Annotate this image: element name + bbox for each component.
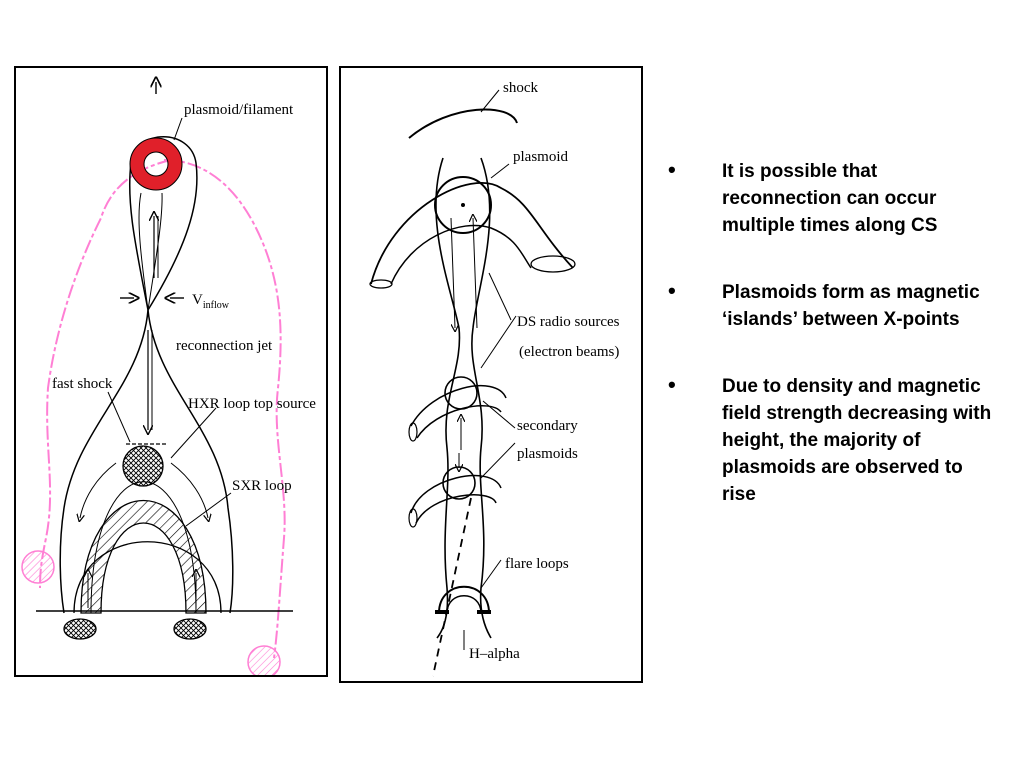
flux-rope-arch [370,182,574,285]
secondary-plasmoid-upper [408,376,507,442]
footpoint-left-pink [21,550,55,584]
sxr-loop [80,500,207,614]
dashed-trajectory [432,497,472,677]
label-flare-loops: flare loops [505,556,569,572]
main-plasmoid [434,176,492,234]
bullet-list: • It is possible that reconnection can oc… [664,157,994,548]
bullet-text: It is possible that reconnection can occ… [722,161,938,236]
label-plasmoids: plasmoids [517,446,578,462]
label-sxr-loop: SXR loop [232,478,292,494]
secondary-plasmoid-lower [408,466,502,528]
cusp-outline [59,309,149,614]
right-diagram-panel: shock plasmoid DS radio sources (electro… [339,66,643,683]
hxr-loop-top-source [122,445,164,487]
bullet-dot: • [668,157,676,182]
plasmoid-chain-diagram: shock plasmoid DS radio sources (electro… [369,80,620,677]
current-sheet-left [435,157,461,639]
footpoint-right-pink [247,645,281,675]
hxr-footpoint-right [173,618,207,640]
label-plasmoid-filament: plasmoid/filament [184,102,294,118]
shock-arc [408,108,518,139]
bullet-item: • It is possible that reconnection can oc… [664,157,994,239]
bullet-item: • Due to density and magnetic field stren… [664,372,994,508]
label-ds-radio-sources: DS radio sources [517,314,620,330]
hxr-footpoint-left [63,618,97,640]
label-electron-beams: (electron beams) [519,344,619,360]
bullet-text: Due to density and magnetic field streng… [722,376,992,505]
label-plasmoid: plasmoid [513,149,568,165]
label-h-alpha: H–alpha [469,646,520,662]
label-secondary: secondary [517,418,578,434]
reconnection-model-diagram: plasmoid/filament Vinflow reconnection j… [21,68,316,675]
label-reconnection-jet: reconnection jet [176,338,273,354]
current-sheet-right [471,157,492,639]
pink-field-line-right [163,159,286,659]
bullet-text: Plasmoids form as magnetic ‘islands’ bet… [722,282,980,330]
label-fast-shock: fast shock [52,376,113,392]
label-hxr-loop-top-source: HXR loop top source [188,396,316,412]
bullet-item: • Plasmoids form as magnetic ‘islands’ be… [664,278,994,333]
flare-loops [438,585,490,614]
label-v-inflow: Vinflow [192,292,230,311]
plasmoid-ring [130,138,182,190]
current-sheet-outline [128,136,198,311]
label-shock: shock [503,80,538,96]
bullet-dot: • [668,372,676,397]
bullet-dot: • [668,278,676,303]
left-diagram-panel: plasmoid/filament Vinflow reconnection j… [14,66,328,677]
